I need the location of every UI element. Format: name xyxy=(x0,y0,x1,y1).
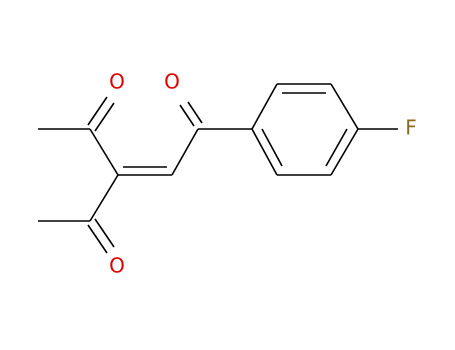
atom-o-ketone: O xyxy=(164,70,180,94)
ring-bond-3 xyxy=(330,83,359,130)
bond-carbonyl-bottom-double-a xyxy=(87,224,108,254)
bond-carbonyl-bottom-double-b xyxy=(94,218,115,248)
bond-alkene-to-ketone xyxy=(171,128,199,176)
ring-inner-double-3 xyxy=(261,128,283,167)
atom-o-acetyl-top: O xyxy=(109,70,125,94)
bond-ketone-double-b xyxy=(187,101,203,124)
atom-f-para: F xyxy=(405,116,417,140)
bond-ketone-double-a xyxy=(179,104,195,127)
bond-carbonyl-top-to-central xyxy=(89,128,119,176)
ring-bond-6 xyxy=(251,128,278,176)
bond-central-to-carbonyl-bottom xyxy=(89,174,119,222)
bond-carbonyl-top-double-b xyxy=(94,102,115,132)
ring-inner-double-2 xyxy=(325,128,348,167)
atom-o-acetyl-bottom: O xyxy=(109,254,125,278)
ring-bond-1 xyxy=(251,83,278,130)
ring-bond-4 xyxy=(330,128,359,176)
bond-carbonyl-top-double-a xyxy=(87,96,108,126)
